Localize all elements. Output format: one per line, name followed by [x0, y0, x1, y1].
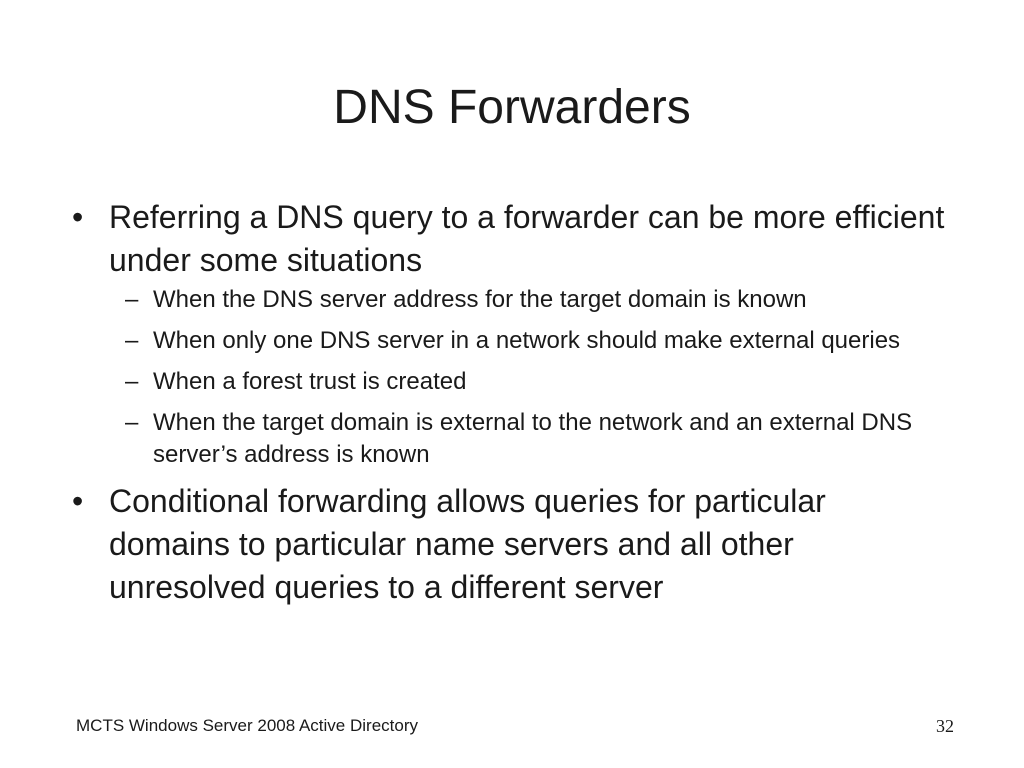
sub-bullet-marker: – [125, 286, 139, 313]
sub-bullet-item: – When only one DNS server in a network … [72, 325, 952, 357]
sub-bullet-marker: – [125, 409, 139, 436]
sub-bullet-list: – When the DNS server address for the ta… [72, 284, 952, 471]
sub-bullet-item: – When the target domain is external to … [72, 407, 952, 471]
sub-bullet-item: – When the DNS server address for the ta… [72, 284, 952, 316]
bullet-item: • Referring a DNS query to a forwarder c… [72, 196, 952, 282]
slide-title: DNS Forwarders [333, 81, 691, 134]
sub-bullet-text: When the target domain is external to th… [153, 409, 913, 468]
bullet-text: Conditional forwarding allows queries fo… [109, 483, 826, 605]
sub-bullet-marker: – [125, 368, 139, 395]
sub-bullet-text: When only one DNS server in a network sh… [153, 327, 901, 354]
sub-bullet-marker: – [125, 327, 139, 354]
sub-bullet-item: – When a forest trust is created [72, 366, 952, 398]
bullet-text: Referring a DNS query to a forwarder can… [109, 199, 945, 278]
bullet-marker: • [72, 483, 84, 519]
sub-bullet-text: When a forest trust is created [153, 368, 467, 395]
bullet-marker: • [72, 199, 84, 235]
footer-page-number: 32 [936, 716, 954, 736]
sub-bullet-text: When the DNS server address for the targ… [153, 286, 807, 313]
slide-content: • Referring a DNS query to a forwarder c… [72, 196, 952, 609]
footer-course-title: MCTS Windows Server 2008 Active Director… [76, 716, 418, 735]
bullet-item: • Conditional forwarding allows queries … [72, 480, 952, 609]
